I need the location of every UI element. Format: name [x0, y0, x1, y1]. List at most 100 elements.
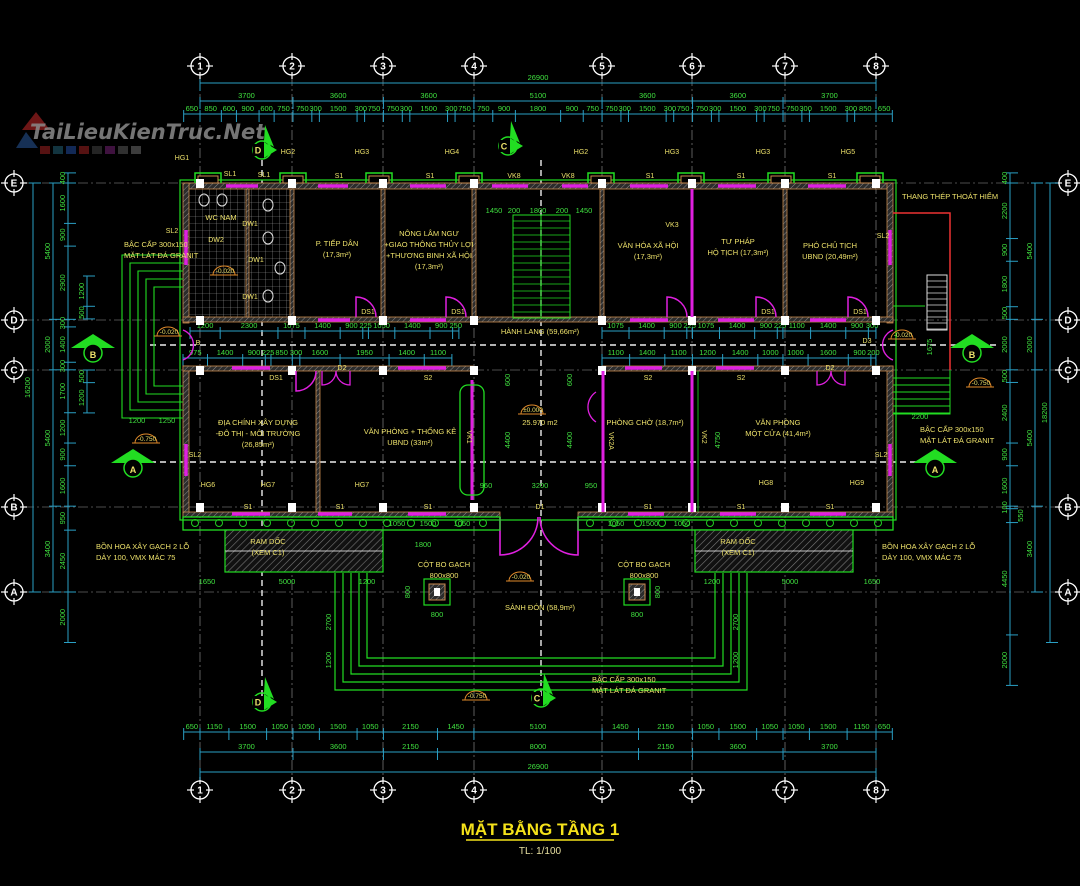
dimension-value: 850 — [275, 348, 288, 357]
planter-shrub — [407, 519, 415, 527]
corridor-end-doors[interactable] — [182, 329, 894, 361]
room-label-line: +THƯƠNG BINH XÃ HỘI — [386, 251, 472, 260]
grid-axis-bottom-2: 2 — [279, 777, 305, 803]
bay-window-frame — [767, 172, 795, 183]
logo-triangle-red — [22, 112, 50, 130]
section-letter: A — [130, 465, 137, 475]
dimension-value: 900 — [435, 321, 448, 330]
dimension-value: 5400 — [1025, 430, 1034, 447]
grid-axis-bottom-8: 8 — [863, 777, 889, 803]
dimension-value: 2400 — [1000, 404, 1009, 421]
dimension-value: 1675 — [925, 339, 934, 356]
room-label: NÔNG LÂM NGƯ+GIAO THÔNG THỦY LỢI+THƯƠNG … — [384, 229, 473, 271]
drawing-title: MẶT BẰNG TẦNG 1 — [461, 820, 620, 839]
door-swing-ds1[interactable] — [755, 296, 777, 318]
section-letter: B — [969, 350, 976, 360]
structural-column — [872, 179, 880, 188]
element-tag: DS1 — [361, 309, 375, 316]
grid-axis-label: B — [1064, 503, 1071, 514]
section-marker-b-left: B — [71, 334, 115, 363]
main-entrance-door-d1[interactable] — [499, 516, 579, 556]
door-swing-ds1[interactable] — [355, 296, 377, 318]
planter-shrub — [778, 519, 786, 527]
door-swing-d2[interactable] — [321, 370, 351, 386]
dimension-value: 1400 — [729, 321, 746, 330]
section-letter-bg — [499, 140, 508, 152]
element-tag: S1 — [646, 173, 655, 180]
element-tag: S1 — [828, 173, 837, 180]
room-label-line: SẢNH ĐÓN (58,9m²) — [505, 603, 576, 612]
dimension-value: 1200 — [704, 577, 721, 586]
dimension-value: 850 — [859, 104, 872, 113]
dimension-value: 750 — [696, 104, 709, 113]
level-marker: -0.020 — [506, 571, 534, 582]
structural-column — [379, 179, 387, 188]
section-arrow — [111, 449, 155, 463]
planter-shrub — [826, 519, 834, 527]
layer-color-swatch — [92, 146, 102, 154]
element-tag: S1 — [335, 173, 344, 180]
dimension-value: 1450 — [612, 722, 629, 731]
dimension-value: 650 — [186, 722, 199, 731]
structural-column — [781, 316, 789, 325]
dimension-value: 1050 — [389, 519, 406, 528]
planter-shrub — [634, 519, 642, 527]
element-tag: D2 — [826, 365, 835, 372]
toilet-fixture — [198, 193, 210, 207]
dimension-value: 1050 — [697, 722, 714, 731]
level-symbol — [210, 265, 238, 276]
dimension-value: 900 — [566, 104, 579, 113]
element-tag: DS1 — [269, 375, 283, 382]
dimension-value: 1500 — [420, 104, 437, 113]
dimension-value: 300 — [845, 104, 858, 113]
planter-shrub — [335, 519, 343, 527]
structural-column — [872, 316, 880, 325]
level-value: -0.750 — [972, 380, 991, 387]
door-swing-vk2a[interactable] — [587, 391, 597, 423]
element-tag: S1 — [244, 504, 253, 511]
grid-axis-left-A: A — [1, 579, 27, 605]
dimension-value: 900 — [248, 348, 261, 357]
element-tag: D2 — [338, 365, 347, 372]
planter-box — [577, 516, 894, 531]
dimension-value: 900 — [760, 321, 773, 330]
grid-axis-label: 4 — [471, 62, 477, 73]
dimension-value: 300 — [754, 104, 767, 113]
door-swing-ds1[interactable] — [666, 296, 688, 318]
door-swing-ds1[interactable] — [445, 296, 467, 318]
dimension-value: 1450 — [447, 722, 464, 731]
planter-shrub — [191, 519, 199, 527]
brick-column-outline — [623, 578, 651, 606]
grid-axis-top-6: 6 — [679, 53, 705, 79]
dimension-value: 950 — [58, 512, 67, 525]
door-swing-ds1[interactable] — [847, 296, 869, 318]
side-step-left — [145, 278, 183, 395]
column-core — [634, 588, 640, 596]
grid-axis-label: B — [10, 503, 17, 514]
room-label-line: HỘ TỊCH (17,3m²) — [707, 248, 769, 257]
section-arrow — [71, 334, 115, 348]
dimension-value: 1200 — [58, 420, 67, 437]
level-value: -0.020 — [160, 329, 179, 336]
structural-column — [872, 503, 880, 512]
dimension-value: 950 — [585, 481, 598, 490]
element-tag: HG3 — [665, 149, 680, 156]
note-line: RAM DỐC — [250, 536, 286, 546]
layer-color-swatch — [53, 146, 63, 154]
room-label: 25.970 m2 — [522, 418, 557, 427]
element-tag: HG2 — [281, 149, 296, 156]
grid-axis-top-7: 7 — [772, 53, 798, 79]
dimension-value: 1050 — [454, 519, 471, 528]
dimension-value: 1500 — [820, 104, 837, 113]
column-core — [434, 588, 440, 596]
dimension-value: 1600 — [1000, 478, 1009, 495]
room-label-line: +GIAO THÔNG THỦY LỢI — [384, 240, 473, 249]
door-swing-d2[interactable] — [816, 370, 846, 386]
door-swing-ds1[interactable] — [295, 370, 317, 392]
planter-shrub — [455, 519, 463, 527]
element-tag: SL2 — [877, 233, 890, 240]
level-symbol — [132, 433, 160, 444]
